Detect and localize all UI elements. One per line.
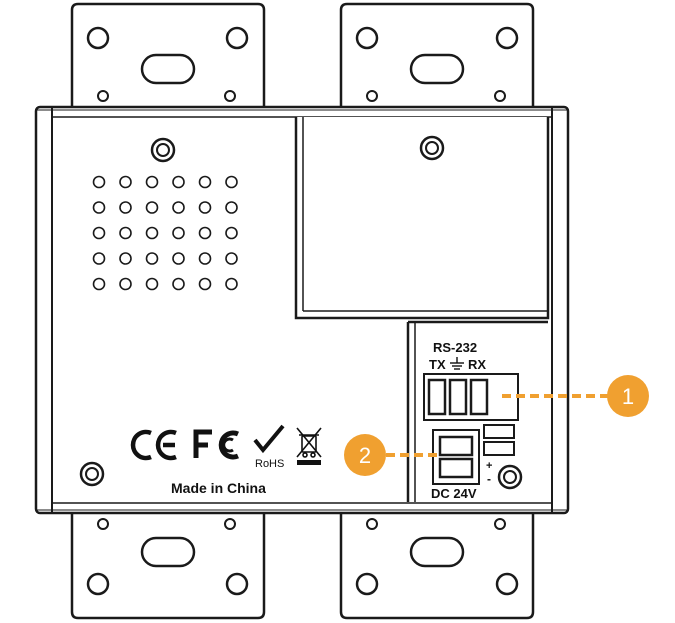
grille-hole <box>92 175 106 189</box>
rohs-mark: RoHS <box>253 424 285 470</box>
grille-hole <box>198 277 212 291</box>
grille-hole <box>145 226 159 240</box>
grille-hole <box>145 252 159 265</box>
grille-hole <box>172 277 185 291</box>
screw-bottom-left <box>79 461 105 487</box>
callout-2-number: 2 <box>359 443 371 468</box>
screw-top-left <box>150 137 176 163</box>
fcc-mark <box>193 429 239 460</box>
grille-hole <box>92 226 106 240</box>
grille-hole <box>145 175 159 189</box>
grille-hole <box>172 252 185 265</box>
power-terminal-block[interactable] <box>432 424 515 485</box>
speaker-grille <box>92 175 238 291</box>
grille-hole <box>198 226 212 240</box>
dc-24v-label: DC 24V <box>431 486 477 501</box>
grille-hole <box>145 277 159 291</box>
grille-hole <box>119 175 132 189</box>
weee-bin-icon <box>296 427 322 465</box>
grille-hole <box>172 226 185 240</box>
connector-panel <box>406 320 548 502</box>
callout-1-number: 1 <box>622 384 634 409</box>
cover-plate <box>294 117 550 320</box>
grille-hole <box>145 201 159 214</box>
rohs-label: RoHS <box>255 458 284 470</box>
screw-bottom-right <box>497 464 523 490</box>
screw-top-right <box>419 135 445 161</box>
bracket-holes-top <box>86 26 519 102</box>
grille-hole <box>225 175 238 189</box>
grille-hole <box>225 201 238 214</box>
grille-hole <box>119 201 132 214</box>
callout-2: 2 <box>344 434 438 476</box>
grille-hole <box>92 277 106 291</box>
tx-label: TX <box>429 357 446 372</box>
ce-mark <box>130 429 177 461</box>
minus-label: - <box>487 472 491 486</box>
grille-hole <box>92 201 106 214</box>
rx-label: RX <box>468 357 486 372</box>
grille-hole <box>225 252 238 265</box>
callout-1: 1 <box>502 375 649 417</box>
grille-hole <box>225 277 238 291</box>
grille-hole <box>119 226 132 240</box>
grille-hole <box>172 175 185 189</box>
grille-hole <box>225 226 238 240</box>
bracket-holes-bottom <box>86 518 519 596</box>
made-in-china-label: Made in China <box>171 480 266 496</box>
grille-hole <box>198 201 212 214</box>
grille-hole <box>119 252 132 265</box>
grille-hole <box>119 277 132 291</box>
grille-hole <box>92 252 106 265</box>
callout-2-badge <box>344 434 386 476</box>
grille-hole <box>198 175 212 189</box>
callout-1-badge <box>607 375 649 417</box>
grille-hole <box>198 252 212 265</box>
plus-label: + <box>486 460 492 472</box>
compliance-marks: RoHS <box>130 424 322 470</box>
grille-hole <box>172 201 185 214</box>
ground-icon <box>450 357 464 370</box>
rs232-label: RS-232 <box>433 340 477 355</box>
